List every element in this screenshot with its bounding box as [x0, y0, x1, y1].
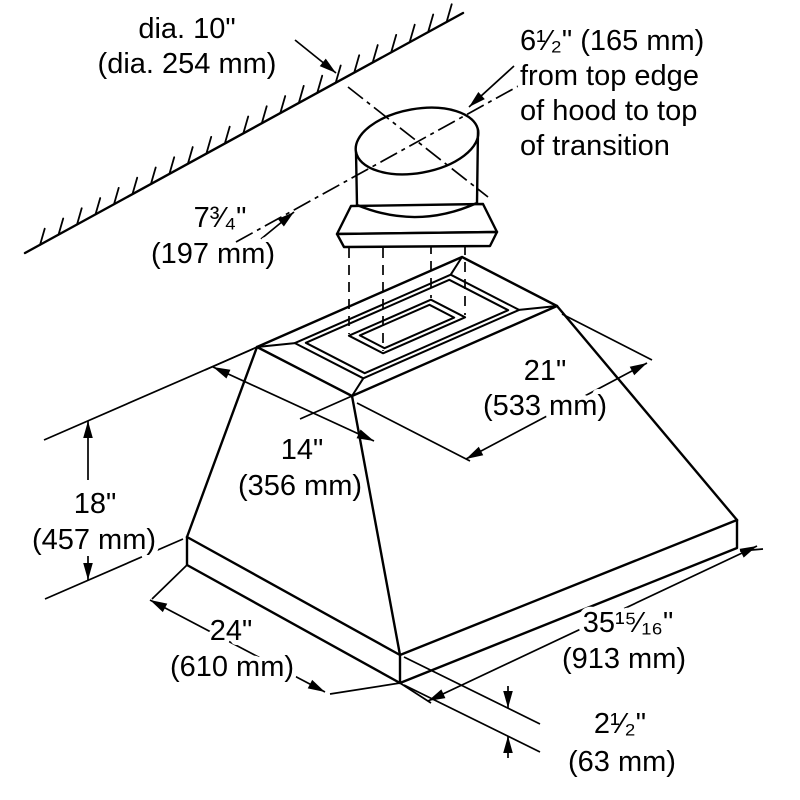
label-top-width-1: 14": [281, 434, 324, 466]
label-rim-height-2: (63 mm): [568, 746, 676, 778]
dim-14-arrow: [212, 366, 375, 442]
label-duct-diameter-2: (dia. 254 mm): [98, 48, 277, 80]
duct-collar-bottom-arc: [355, 201, 479, 219]
dim-21-arrow: [465, 362, 648, 460]
label-transition-note-2: from top edge: [520, 60, 699, 92]
duct-centerline-long: [235, 83, 523, 243]
duct-collar-sides: [354, 128, 480, 207]
duct-centerline-cross: [347, 86, 489, 198]
centerline-offset-leader: [260, 211, 295, 240]
dim-35-arrow: [427, 545, 758, 702]
dim-21-ext: [356, 313, 653, 462]
label-base-width-1: 35¹⁵⁄₁₆": [583, 607, 674, 639]
label-centerline-offset-1: 7³⁄₄": [194, 202, 247, 234]
centerlines: [235, 83, 523, 243]
dimension-lines: [43, 39, 764, 758]
transition-body: [335, 202, 499, 236]
dia-leader-line: [294, 39, 337, 74]
label-top-width-2: (356 mm): [238, 470, 362, 502]
dim-24-arrow: [149, 599, 326, 693]
label-base-depth-1: 24": [210, 615, 253, 647]
opening-corner-seams: [256, 256, 558, 397]
label-top-depth-1: 21": [524, 355, 567, 387]
label-top-depth-2: (533 mm): [483, 390, 607, 422]
ceiling-hatch: [23, 3, 465, 255]
label-centerline-offset-2: (197 mm): [151, 238, 275, 270]
projection-dashed: [348, 244, 466, 351]
dimension-labels: dia. 10" (dia. 254 mm) 6¹⁄₂" (165 mm) fr…: [27, 8, 709, 783]
label-rim-height-1: 2¹⁄₂": [594, 708, 646, 740]
projection-lines: [348, 244, 466, 351]
hood-top-opening: [256, 256, 558, 397]
hatch-ticks: [39, 3, 453, 246]
label-hood-height-1: 18": [74, 488, 117, 520]
duct-collar-top: [354, 106, 480, 176]
opening-inner: [358, 303, 456, 350]
dim-18-ext: [43, 348, 254, 600]
label-hood-height-2: (457 mm): [32, 524, 156, 556]
opening-outer: [347, 298, 467, 355]
transition-note-leader: [468, 65, 515, 108]
dim-24-ext: [151, 564, 401, 695]
dim-rim-ext: [403, 656, 541, 753]
label-base-width-2: (913 mm): [562, 643, 686, 675]
label-duct-diameter-1: dia. 10": [138, 13, 235, 45]
label-transition-note-4: of transition: [520, 130, 670, 162]
label-base-depth-2: (610 mm): [170, 651, 294, 683]
label-transition-note-1: 6¹⁄₂" (165 mm): [520, 25, 704, 57]
label-transition-note-3: of hood to top: [520, 95, 697, 127]
transition-flange: [335, 230, 499, 249]
opening-flange-inner: [304, 278, 510, 375]
